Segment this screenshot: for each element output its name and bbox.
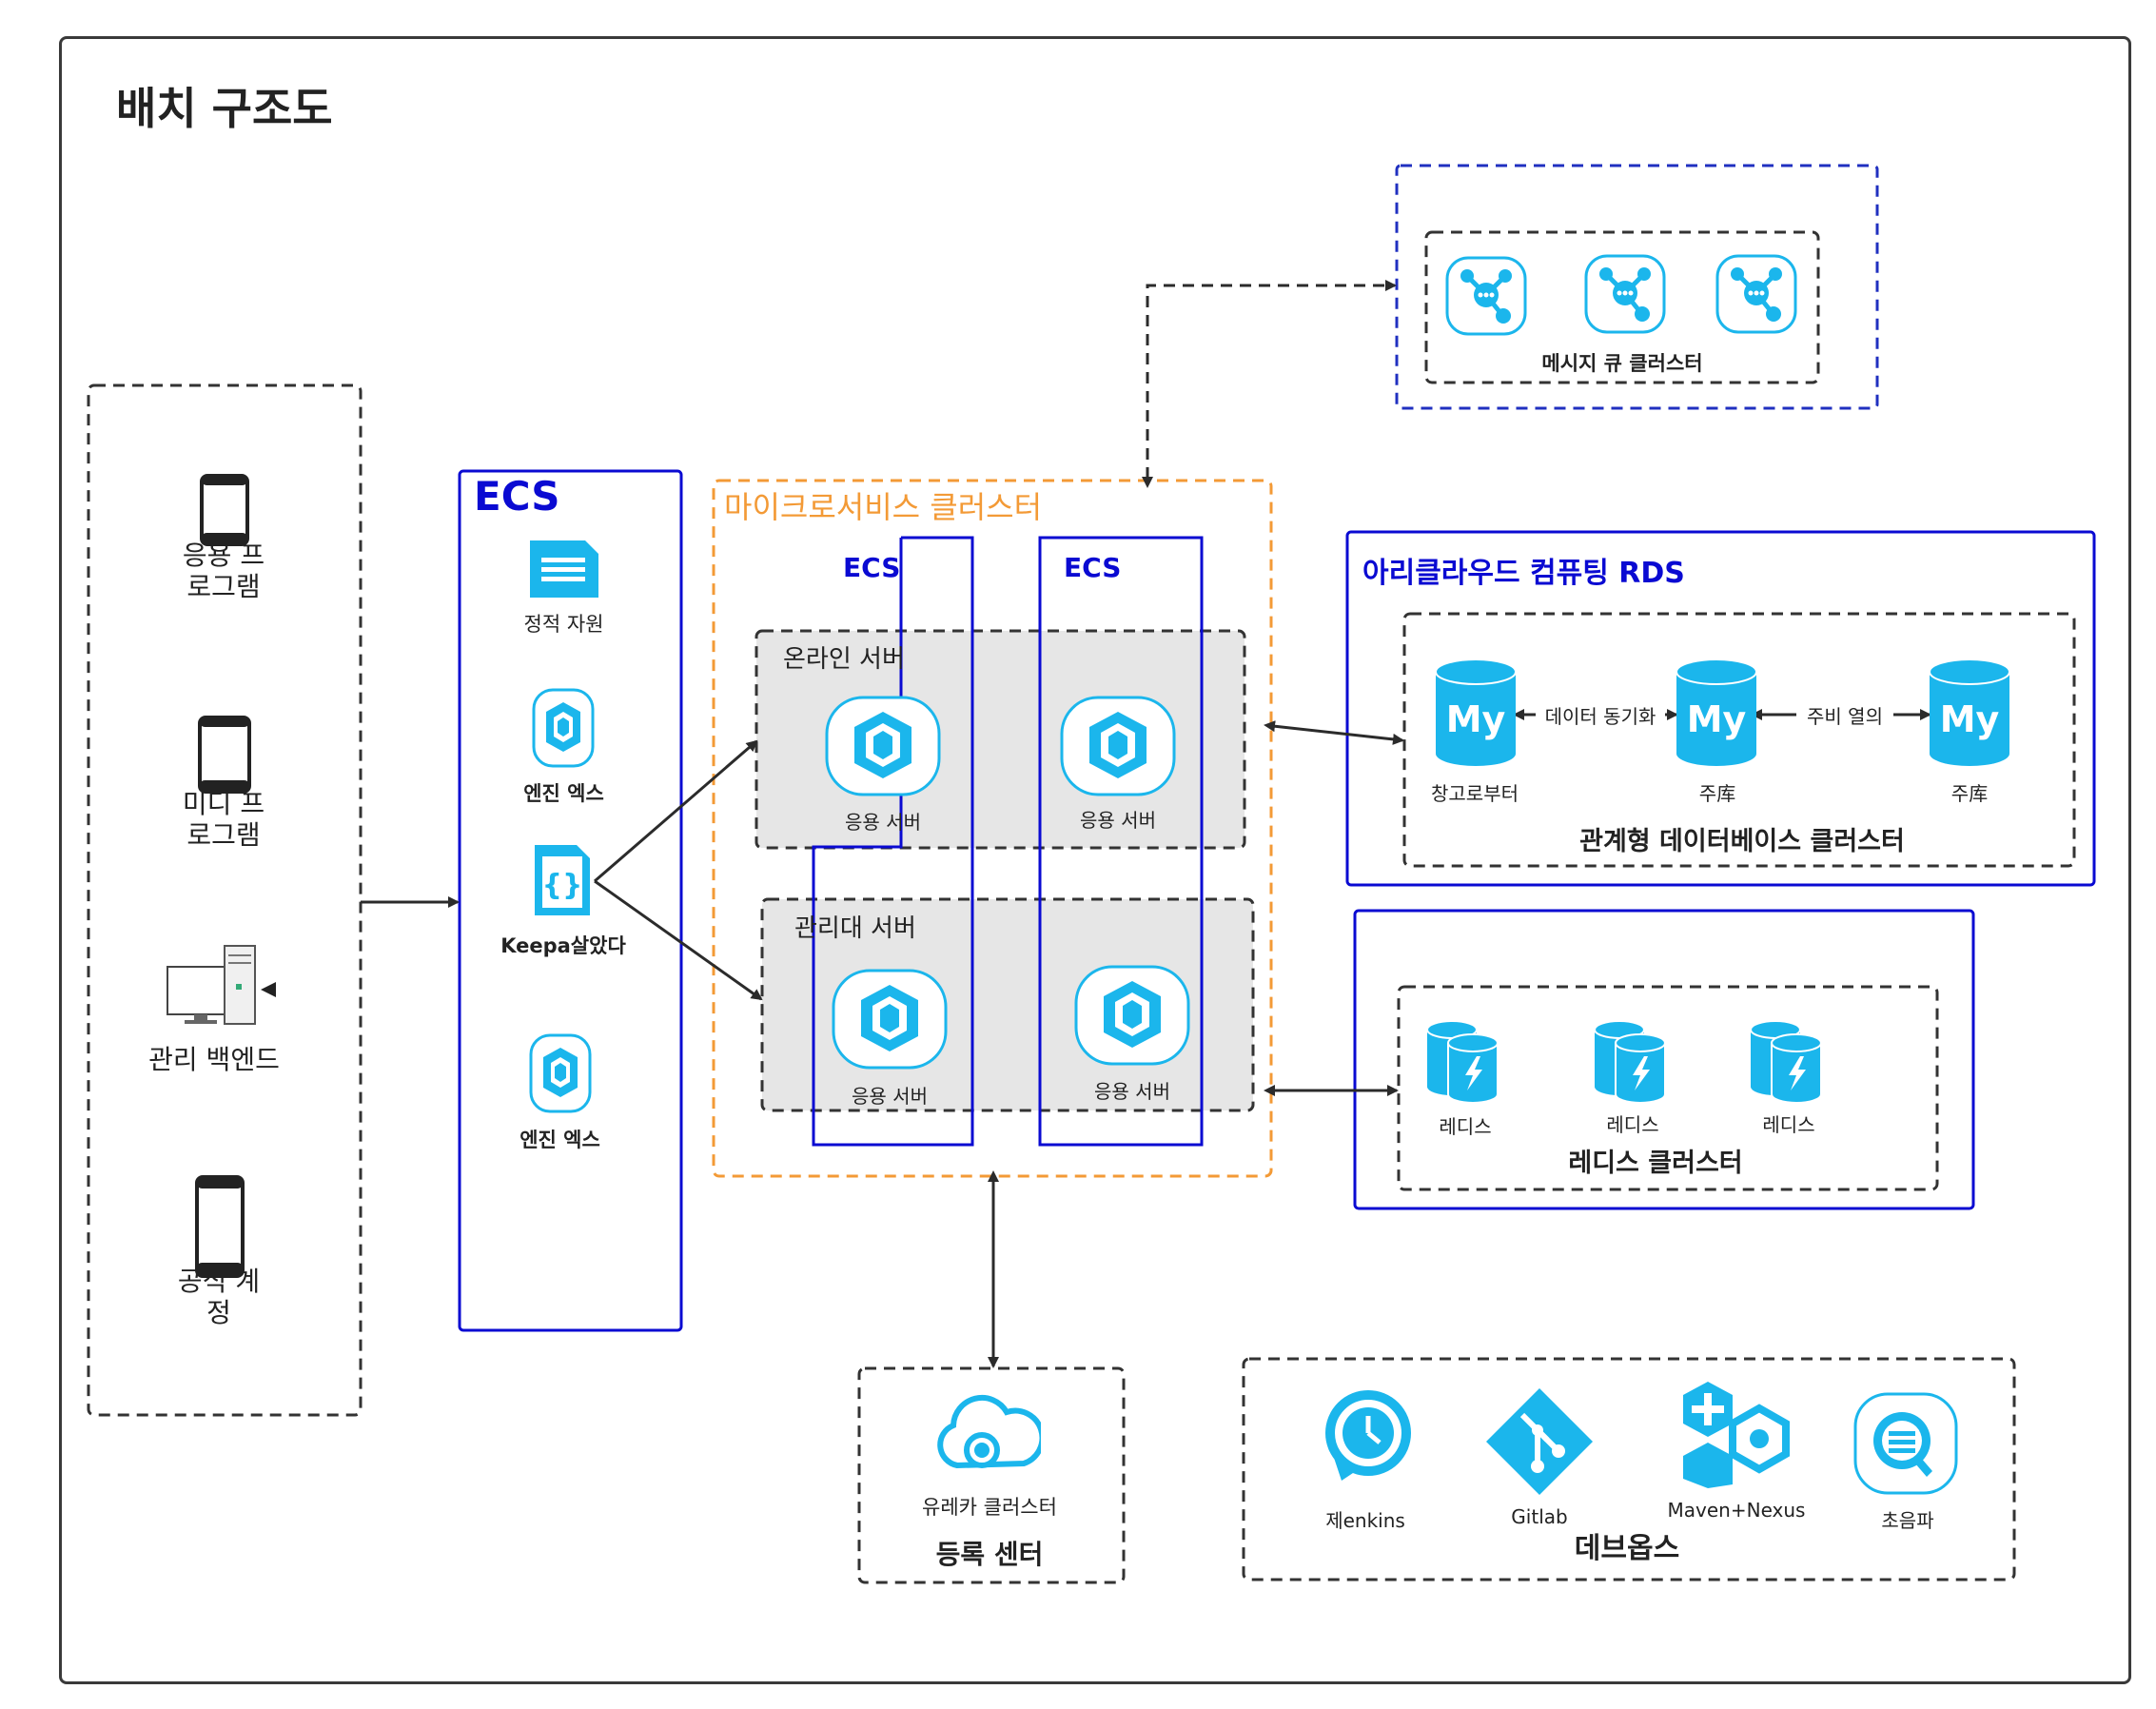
jenkins-icon <box>1325 1390 1411 1481</box>
devops-title: 데브옵스 <box>1574 1532 1680 1565</box>
keepalived-label: Keepa살았다 <box>500 934 626 957</box>
app-server-icon <box>832 969 948 1070</box>
mq-inner-box <box>1424 230 1820 384</box>
db-master-label: 주库 <box>1698 782 1736 805</box>
redis-node-label: 레디스 <box>1606 1113 1659 1136</box>
app-server-icon <box>1074 965 1190 1066</box>
app-server-icon <box>1060 696 1176 796</box>
maven-nexus-label: Maven+Nexus <box>1667 1499 1806 1522</box>
mysql-logo-text: My <box>1687 698 1747 740</box>
phone-icon <box>200 474 249 546</box>
rds-outer-box <box>1345 530 2096 887</box>
app-server-label: 응용 서버 <box>1080 809 1156 832</box>
ecs-column-2 <box>1038 536 1204 1147</box>
app-server-icon <box>825 696 941 796</box>
sonar-icon <box>1853 1392 1958 1495</box>
phone-icon <box>195 1175 245 1278</box>
clients-group <box>87 383 363 1417</box>
mq-outer-box <box>1395 164 1879 410</box>
message-queue-icon <box>1715 254 1797 334</box>
ecs-left-box <box>458 469 683 1332</box>
maven-nexus-icon <box>1683 1382 1790 1488</box>
mysql-logo-text: My <box>1446 698 1506 740</box>
db-replica-label: 주비 열의 <box>1796 701 1893 729</box>
phone-icon <box>198 716 251 794</box>
redis-cluster-label: 레디스 클러스터 <box>1568 1149 1743 1178</box>
svg-text:{}: {} <box>542 869 583 902</box>
micro-cluster-title: 마이크로서비스 클러스터 <box>724 489 1043 525</box>
ecs-column-1 <box>812 536 974 1147</box>
admin-server-title: 관리대 서버 <box>794 914 916 943</box>
redis-outer-box <box>1353 909 1975 1210</box>
redis-node-label: 레디스 <box>1762 1113 1815 1136</box>
db-master-label: 주库 <box>1950 782 1989 805</box>
message-queue-icon <box>1584 254 1666 334</box>
sonar-label: 초음파 <box>1881 1509 1934 1532</box>
registry-box <box>857 1366 1126 1584</box>
static-resource-label: 정적 자원 <box>523 613 604 636</box>
keepalived-icon: {} <box>535 845 590 915</box>
redis-node-label: 레디스 <box>1439 1115 1492 1138</box>
arrow-keepalived-to-admin <box>594 879 763 1001</box>
desktop-computer-icon <box>167 945 276 1025</box>
mysql-database-icon: My <box>1929 658 2010 766</box>
redis-icon <box>1594 1020 1666 1102</box>
mysql-logo-text: My <box>1940 698 2000 740</box>
nginx-icon <box>529 1033 592 1113</box>
app-server-label: 응용 서버 <box>845 811 921 834</box>
ecs-column-1-label: ECS <box>843 552 901 583</box>
eureka-cluster-label: 유레카 클러스터 <box>922 1496 1057 1519</box>
nginx-icon <box>532 688 595 768</box>
ecs-column-2-label: ECS <box>1064 552 1122 583</box>
message-queue-icon <box>1445 256 1527 336</box>
engine2-label: 엔진 엑스 <box>519 1129 600 1151</box>
jenkins-label: 제enkins <box>1325 1509 1405 1532</box>
redis-icon <box>1750 1020 1822 1102</box>
engine1-label: 엔진 엑스 <box>523 782 604 805</box>
rds-inner-box <box>1402 612 2076 868</box>
arrow-micro-mq <box>1142 280 1397 488</box>
mysql-database-icon: My <box>1676 658 1757 766</box>
arrow-micro-rds <box>1264 720 1404 745</box>
arrow-keepalived-to-online <box>594 739 758 883</box>
static-resource-icon <box>530 540 598 598</box>
mq-cluster-label: 메시지 큐 클러스터 <box>1541 352 1703 375</box>
app-server-label: 응용 서버 <box>1094 1080 1170 1103</box>
online-server-title: 온라인 서버 <box>783 645 905 674</box>
micro-cluster-box <box>712 479 1273 1178</box>
db-sync-label: 데이터 동기화 <box>1536 701 1665 729</box>
mysql-database-icon: My <box>1435 658 1517 766</box>
db-slave-label: 창고로부터 <box>1431 782 1519 805</box>
gitlab-label: Gitlab <box>1511 1505 1568 1528</box>
redis-inner-box <box>1397 985 1939 1191</box>
rds-cluster-label: 관계형 데이터베이스 클러스터 <box>1579 827 1905 856</box>
ecs-left-title: ECS <box>474 473 560 520</box>
gitlab-icon <box>1486 1388 1593 1495</box>
diagram-frame <box>59 36 2131 1684</box>
registry-center-label: 등록 센터 <box>935 1539 1044 1570</box>
app-server-label: 응용 서버 <box>852 1085 928 1108</box>
eureka-cloud-icon <box>937 1394 1041 1469</box>
rds-title: 아리클라우드 컴퓨팅 RDS <box>1362 557 1685 590</box>
client-admin-label: 관리 백엔드 <box>148 1044 280 1075</box>
page-title: 배치 구조도 <box>116 83 333 134</box>
redis-icon <box>1426 1020 1499 1102</box>
